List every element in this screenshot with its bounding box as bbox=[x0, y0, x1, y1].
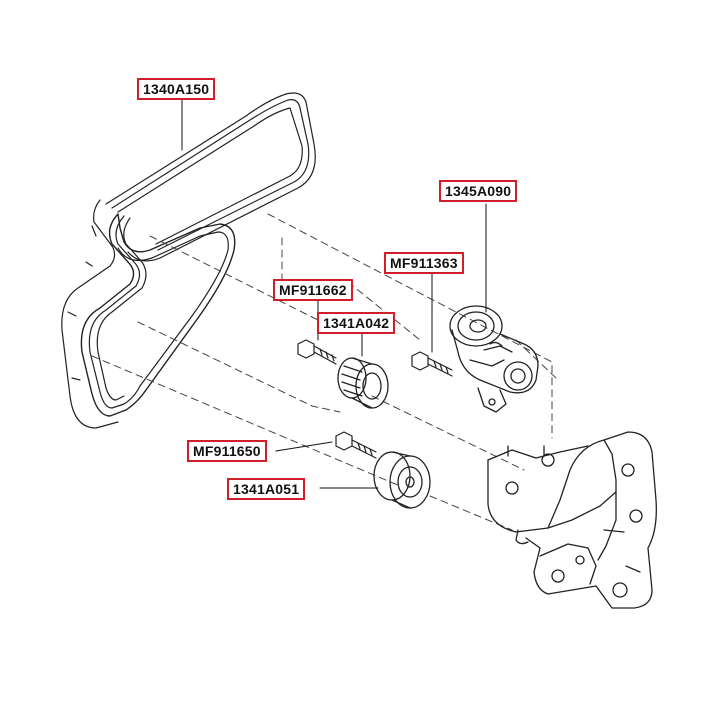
label-lower-idler-pulley-part-number[interactable]: 1341A051 bbox=[227, 478, 306, 500]
lower-idler-pulley bbox=[373, 451, 431, 509]
label-leader-lines bbox=[181, 97, 487, 489]
lower-idler-bolt bbox=[335, 431, 377, 459]
label-lower-idler-bolt-part-number[interactable]: MF911650 bbox=[187, 440, 267, 462]
upper-idler-bolt bbox=[297, 339, 337, 365]
tensioner-assembly bbox=[449, 305, 539, 413]
label-tensioner-bolt-part-number[interactable]: MF911363 bbox=[384, 252, 464, 274]
upper-idler-pulley bbox=[337, 357, 389, 409]
label-upper-idler-pulley-part-number[interactable]: 1341A042 bbox=[317, 312, 396, 334]
label-belt-part-number[interactable]: 1340A150 bbox=[137, 78, 216, 100]
drive-belt bbox=[61, 92, 316, 429]
tensioner-bolt bbox=[411, 351, 453, 377]
label-tensioner-part-number[interactable]: 1345A090 bbox=[439, 180, 518, 202]
mounting-bracket bbox=[487, 431, 657, 609]
label-upper-idler-bolt-part-number[interactable]: MF911662 bbox=[273, 279, 353, 301]
